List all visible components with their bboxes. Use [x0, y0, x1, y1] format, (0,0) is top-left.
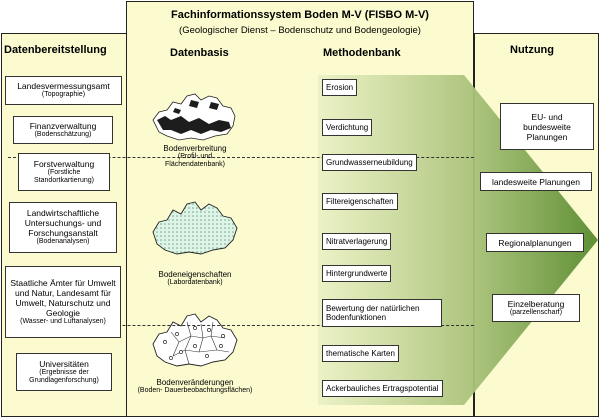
datenbasis-detail: (Boden- Dauerbeobachtungsflächen) — [137, 387, 253, 394]
use-name: landesweite Planungen — [492, 176, 580, 187]
map-bodenveraenderungen — [152, 313, 238, 367]
datenbasis-label-bodenverbreitung: Bodenverbreitung (Profil- und Flächendat… — [134, 144, 256, 169]
datenbasis-name: Bodeneigenschaften — [158, 270, 232, 279]
datenbasis-name: Bodenveränderungen — [156, 378, 234, 387]
use-box-einzelberatung: Einzelberatung (parzellenscharf) — [492, 294, 580, 322]
source-name: Landesvermessungsamt — [17, 81, 110, 92]
source-detail: (Bodenanalysen) — [36, 238, 90, 246]
datenbasis-name: Bodenverbreitung — [163, 144, 227, 153]
source-detail: (Wasser- und Luftanalysen) — [20, 317, 106, 325]
source-detail: (Forstliche Standortkartierung) — [34, 168, 94, 185]
method-label: Bewertung der natürlichen Bodenfunktione… — [326, 303, 420, 323]
heading-datenbereitstellung: Datenbereitstellung — [4, 44, 107, 56]
method-filtereigenschaften: Filtereigenschaften — [322, 193, 398, 210]
source-detail: (Bodenschätzung) — [34, 130, 92, 138]
dashed-line-bottom — [8, 325, 474, 326]
map-bodenverbreitung — [152, 93, 236, 141]
use-box-landesweit: landesweite Planungen — [480, 172, 592, 191]
heading-datenbasis: Datenbasis — [170, 47, 229, 59]
method-bewertung-bodenfunktionen: Bewertung der natürlichen Bodenfunktione… — [322, 299, 442, 327]
source-name: Staatliche Ämter für Umwelt und Natur, L… — [10, 277, 116, 318]
source-name: Forstverwaltung — [33, 158, 95, 169]
datenbasis-label-bodeneigenschaften: Bodeneigenschaften (Labordatenbank) — [134, 270, 256, 287]
source-detail: (Ergebnisse der Grundlagenforschung) — [29, 368, 99, 385]
use-box-eu-bundesweit: EU- und bundesweite Planungen — [500, 103, 594, 150]
source-box-universitaeten: Universitäten (Ergebnisse der Grundlagen… — [16, 353, 112, 391]
source-detail: (Topographie) — [41, 91, 86, 99]
use-box-regional: Regionalplanungen — [486, 233, 584, 252]
heading-methodenbank: Methodenbank — [323, 47, 401, 59]
source-name: Landwirtschaftliche Untersuchungs- und F… — [24, 208, 102, 239]
source-box-landwirtschaftliche-anstalt: Landwirtschaftliche Untersuchungs- und F… — [9, 202, 117, 253]
method-hintergrundwerte: Hintergrundwerte — [322, 265, 392, 282]
source-name: Finanzverwaltung — [29, 120, 97, 131]
use-name: EU- und bundesweite Planungen — [523, 111, 571, 142]
use-name: Einzelberatung — [507, 298, 565, 309]
map-bodeneigenschaften — [152, 201, 238, 255]
datenbasis-detail: (Labordatenbank) — [167, 279, 223, 286]
method-ertragspotential: Ackerbauliches Ertragspotential — [322, 380, 443, 397]
source-box-umweltaemter: Staatliche Ämter für Umwelt und Natur, L… — [5, 266, 121, 338]
diagram-title: Fachinformationssystem Boden M-V (FISBO … — [171, 9, 429, 21]
use-name: Regionalplanungen — [498, 237, 572, 248]
method-grundwasserneubildung: Grundwasserneubildung — [322, 154, 417, 171]
dashed-line-top — [8, 157, 474, 158]
method-nitratverlagerung: Nitratverlagerung — [322, 233, 392, 250]
source-name: Universitäten — [39, 358, 89, 369]
use-detail: (parzellenscharf) — [509, 308, 563, 316]
source-box-forstverwaltung: Forstverwaltung (Forstliche Standortkart… — [18, 153, 110, 191]
source-box-landesvermessungsamt: Landesvermessungsamt (Topographie) — [5, 76, 122, 105]
method-thematische-karten: thematische Karten — [322, 345, 399, 362]
datenbasis-label-bodenveraenderungen: Bodenveränderungen (Boden- Dauerbeobacht… — [130, 378, 260, 395]
method-verdichtung: Verdichtung — [322, 119, 373, 136]
diagram-subtitle: (Geologischer Dienst – Bodenschutz und B… — [179, 25, 421, 36]
source-box-finanzverwaltung: Finanzverwaltung (Bodenschätzung) — [13, 116, 113, 144]
datenbasis-detail: (Profil- und Flächendatenbank) — [165, 153, 225, 168]
method-erosion: Erosion — [322, 79, 358, 96]
heading-nutzung: Nutzung — [510, 44, 554, 56]
